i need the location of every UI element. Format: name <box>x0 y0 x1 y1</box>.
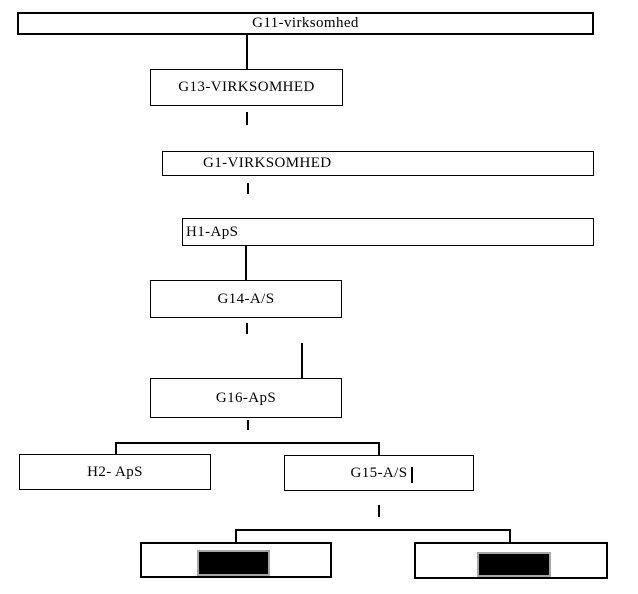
node-label: G1-VIRKSOMHED <box>203 155 332 171</box>
connector-g14-dash <box>246 323 248 334</box>
node-h2-aps: H2- ApS <box>19 454 211 490</box>
node-redacted-left <box>140 542 332 578</box>
connector-drop-redacted-right <box>509 529 511 543</box>
node-label: G16-ApS <box>215 389 277 406</box>
node-g1-virksomhed: G1-VIRKSOMHED <box>162 151 594 176</box>
g15-inner-tick <box>411 467 413 483</box>
node-g16-aps: G16-ApS <box>150 378 342 418</box>
node-label: H1-ApS <box>186 223 239 240</box>
connector-drop-g15 <box>378 442 380 456</box>
connector-g14-g16 <box>301 343 303 378</box>
connector-drop-redacted-left <box>235 529 237 543</box>
node-label: G14-A/S <box>217 290 275 307</box>
redaction-block <box>477 552 551 577</box>
node-label: G13-VIRKSOMHED <box>178 79 315 95</box>
node-label: H2- ApS <box>87 463 143 480</box>
node-g15-as: G15-A/S <box>284 455 474 491</box>
connector-h1-g14 <box>245 245 247 280</box>
node-label: G15-A/S <box>350 464 408 481</box>
connector-g16-dash <box>247 420 249 430</box>
connector-g13-g1 <box>246 112 248 125</box>
connector-branch-bar-1 <box>115 442 380 444</box>
redaction-block <box>197 550 270 576</box>
node-g13-virksomhed: G13-VIRKSOMHED <box>150 69 343 106</box>
connector-g15-dash <box>378 505 380 517</box>
connector-drop-h2 <box>115 442 117 455</box>
node-g11-virksomhed: G11-virksomhed <box>17 12 594 35</box>
node-g14-as: G14-A/S <box>150 280 342 318</box>
node-redacted-right <box>414 542 608 579</box>
connector-g1-h1 <box>247 183 249 194</box>
connector-g11-g13 <box>246 34 248 69</box>
connector-branch-bar-2 <box>235 529 511 531</box>
node-label: G11-virksomhed <box>252 15 359 31</box>
node-h1-aps: H1-ApS <box>182 218 594 246</box>
